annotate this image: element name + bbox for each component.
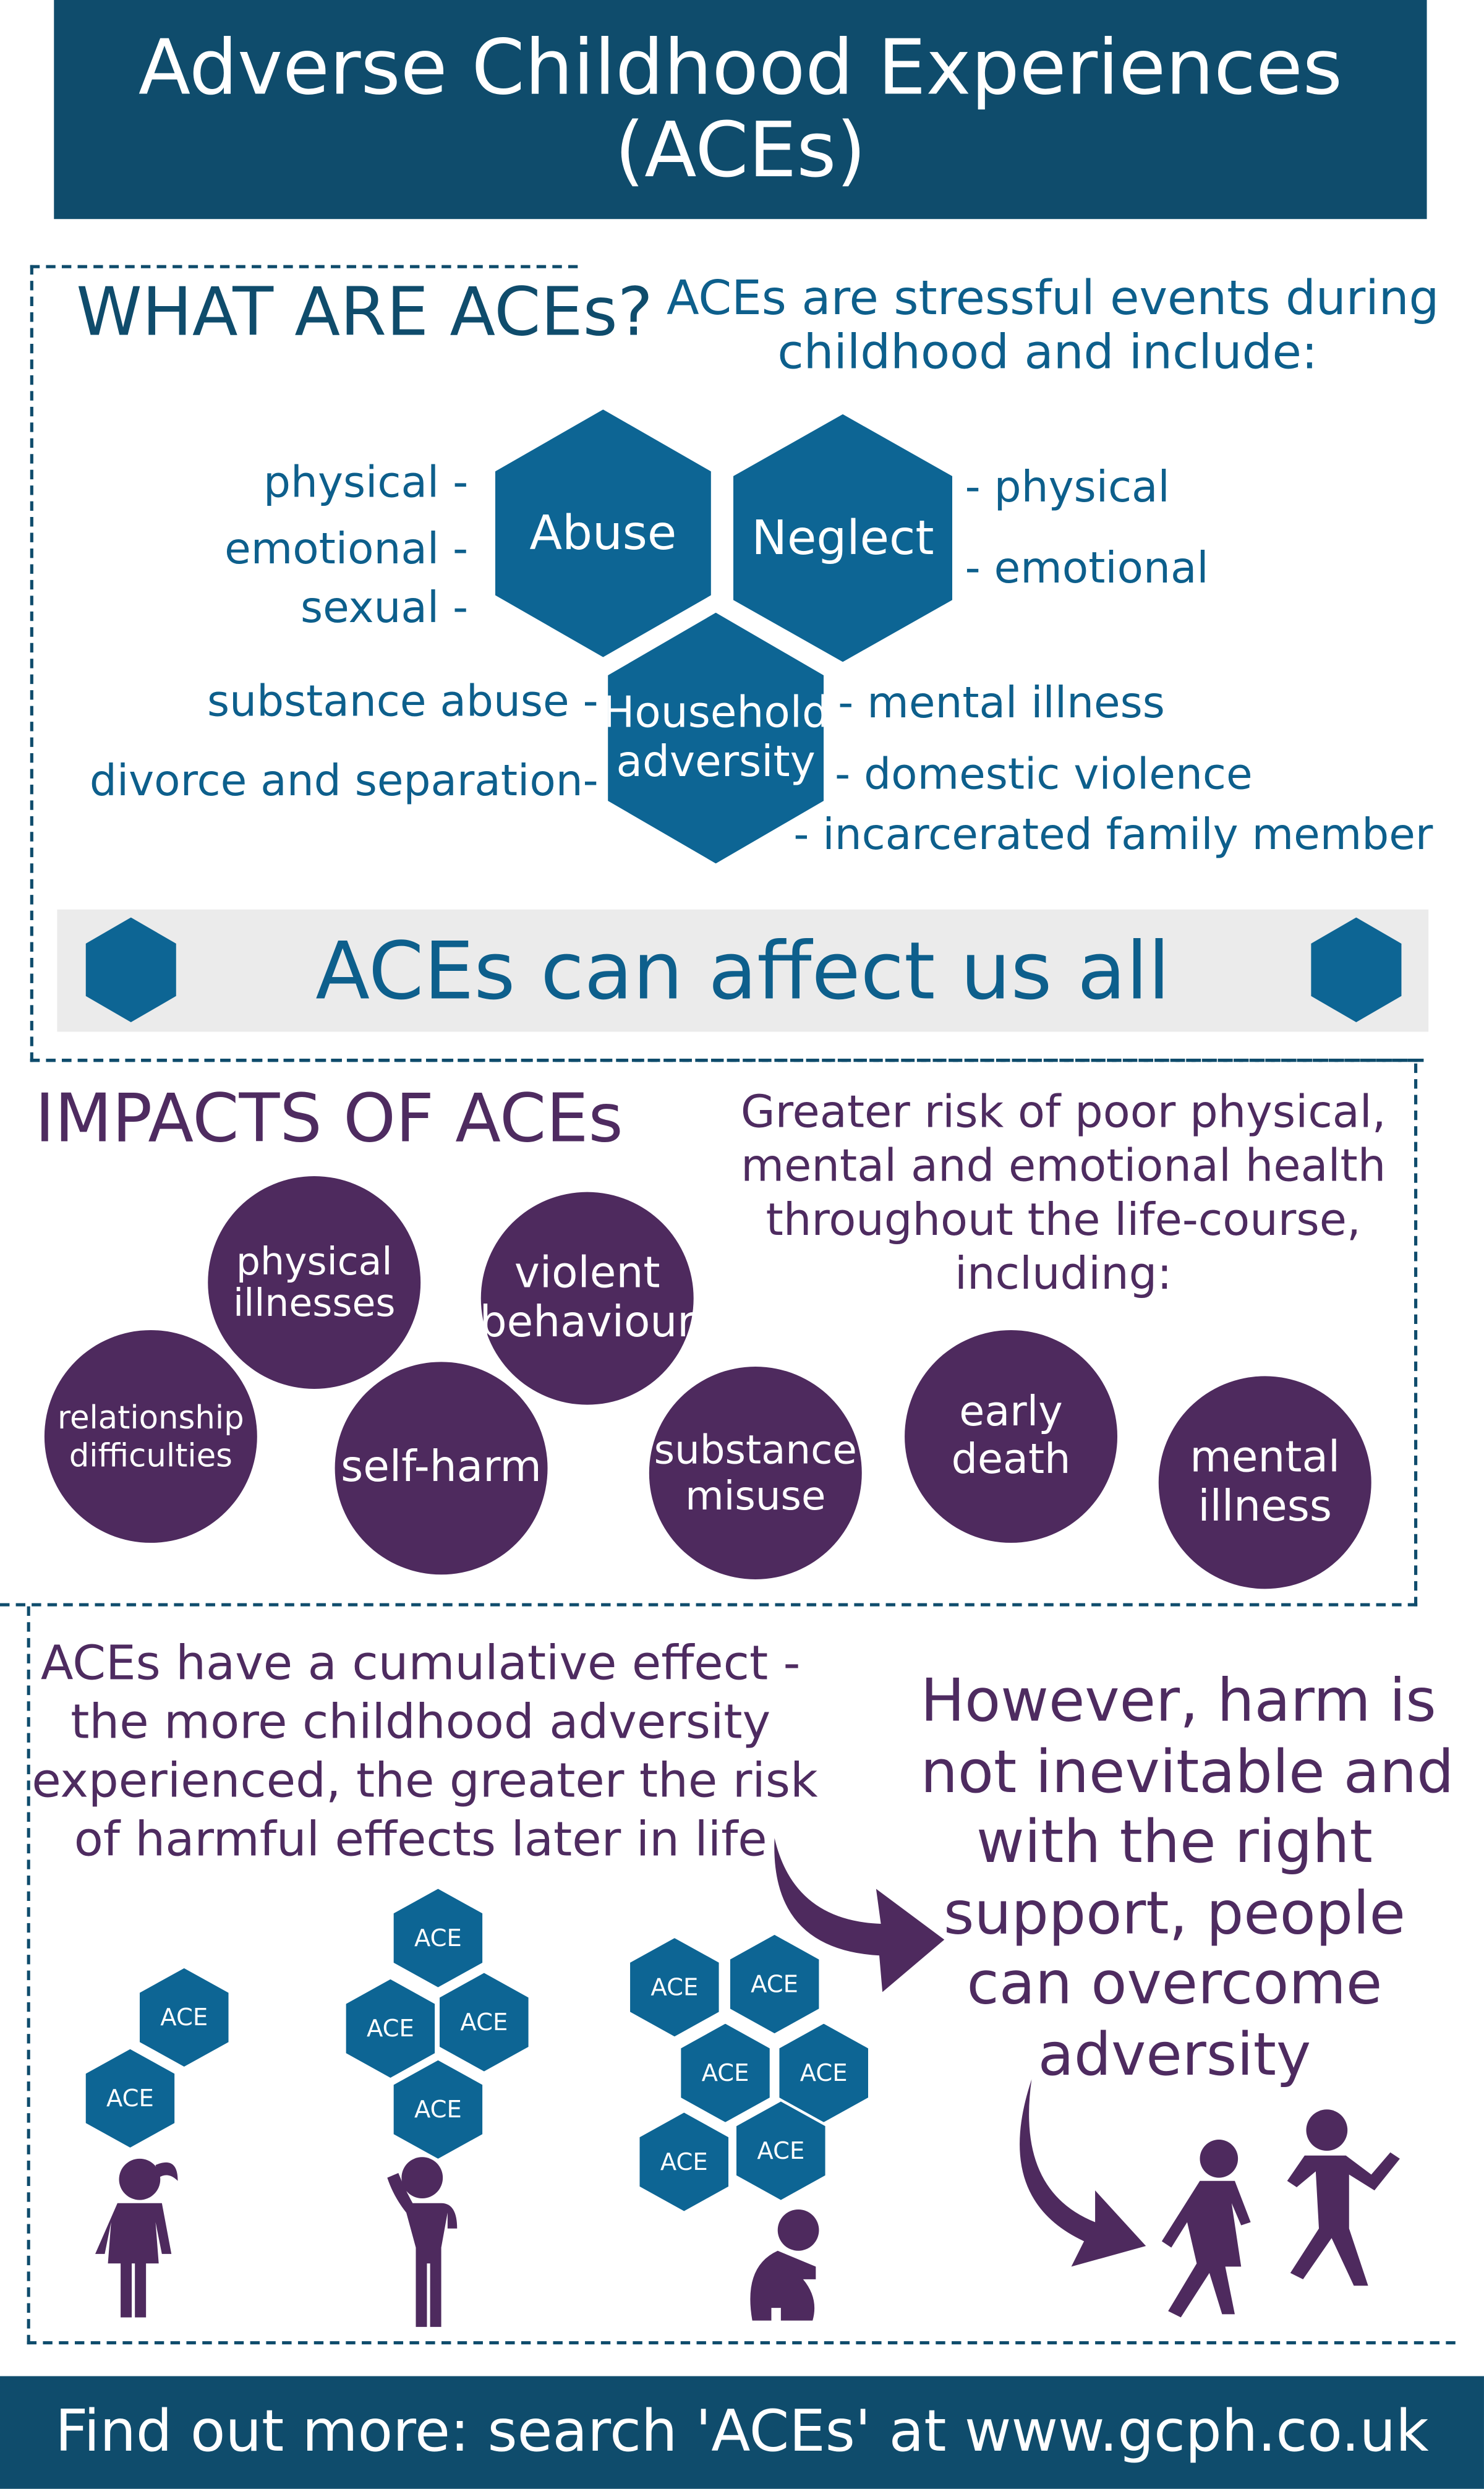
intro-line: including: (954, 1247, 1172, 1300)
circle-label: violent (514, 1249, 660, 1299)
circle-label: early (959, 1388, 1063, 1437)
circle-label: difficulties (69, 1436, 232, 1475)
ace-hexagon: ACE (630, 1938, 719, 2037)
ace-hexagon: ACE (779, 2023, 869, 2122)
hexagon-icon (85, 917, 176, 1023)
child-crouching-icon (750, 2209, 819, 2321)
hex-label: adversity (616, 738, 816, 788)
text-line: adversity (1038, 2020, 1311, 2088)
circle-label: relationship (57, 1398, 244, 1437)
text-line: not inevitable and (920, 1737, 1454, 1806)
ace-hexagon: ACE (681, 2023, 770, 2122)
circle-label: substance (654, 1427, 857, 1473)
ace-hexagon: ACE (440, 1973, 529, 2072)
text-line: of harmful effects later in life (74, 1812, 767, 1869)
title-line2: (ACEs) (615, 106, 866, 195)
circle-label: misuse (685, 1472, 826, 1519)
circle-label: death (951, 1436, 1071, 1484)
curved-arrow-icon (1020, 2079, 1146, 2267)
title-banner: Adverse Childhood Experiences(ACEs) (54, 0, 1427, 220)
circle-label: self-harm (341, 1443, 542, 1492)
footer-banner: Find out more: search 'ACEs' at www.gcph… (0, 2376, 1484, 2489)
abuse-item: physical - (263, 458, 469, 508)
banner-text: ACEs can affect us all (315, 925, 1171, 1018)
text-line: the more childhood adversity (70, 1695, 771, 1751)
text-line: experienced, the greater the risk (32, 1754, 818, 1810)
curved-arrow-icon (774, 1838, 945, 1992)
neglect-item: - emotional (965, 544, 1209, 594)
footer-link-text[interactable]: Find out more: search 'ACEs' at www.gcph… (55, 2400, 1429, 2466)
text-line: However, harm is (920, 1667, 1436, 1735)
hex-label: Household (602, 688, 830, 738)
child-standing-icon (95, 2158, 178, 2318)
text-line: can overcome (966, 1949, 1383, 2018)
divider (30, 1059, 1418, 1062)
title-line1: Adverse Childhood Experiences (138, 23, 1342, 113)
divider (30, 265, 578, 268)
ace-hexagon: ACE (393, 2060, 483, 2159)
intro-line: childhood and include: (777, 325, 1318, 382)
what-heading: WHAT ARE ACEs? (76, 273, 654, 351)
neglect-item: - physical (965, 463, 1170, 513)
ace-hexagon: ACE (139, 1968, 229, 2067)
ace-hexagon: ACE (639, 2112, 729, 2211)
circle-label: physical (236, 1239, 393, 1284)
circle-label: illness (1198, 1482, 1332, 1532)
neglect-hexagon: Neglect (733, 414, 953, 662)
abuse-hexagon: Abuse (495, 409, 711, 657)
impacts-intro: Greater risk of poor physical,mental and… (730, 1086, 1397, 1302)
cumulative-section-border (27, 1606, 1456, 2345)
household-item: - incarcerated family member (793, 811, 1433, 861)
intro-line: Greater risk of poor physical, (740, 1085, 1386, 1138)
ace-hexagon: ACE (393, 1889, 483, 1987)
text-line: with the right (976, 1808, 1373, 1876)
ace-hexagon: ACE (736, 2101, 825, 2200)
household-item: - domestic violence (835, 751, 1253, 800)
household-item: divorce and separation- (89, 757, 599, 806)
circle-label: mental (1190, 1433, 1341, 1483)
child-thinking-icon (387, 2157, 458, 2327)
abuse-item: sexual - (300, 584, 469, 634)
text-line: ACEs have a cumulative effect - (40, 1636, 801, 1693)
circle-label: behaviour (479, 1298, 695, 1348)
abuse-item: emotional - (224, 525, 469, 575)
text-line: support, people (943, 1878, 1405, 1947)
circle-label: illnesses (232, 1281, 396, 1326)
household-item: - mental illness (838, 679, 1165, 729)
impacts-section-border (0, 1063, 1418, 1607)
affect-us-all-banner (57, 909, 1429, 1032)
impact-self-harm: self-harm (335, 1362, 548, 1575)
intro-line: mental and emotional health (741, 1139, 1386, 1192)
cumulative-text: ACEs have a cumulative effect -the more … (32, 1635, 818, 1870)
intro-line: ACEs are stressful events during (667, 271, 1439, 327)
household-item: substance abuse - (207, 678, 599, 727)
children-running-icon (1161, 2109, 1400, 2318)
intro-line: throughout the life-course, (765, 1193, 1361, 1246)
impacts-heading: IMPACTS OF ACEs (35, 1079, 623, 1158)
